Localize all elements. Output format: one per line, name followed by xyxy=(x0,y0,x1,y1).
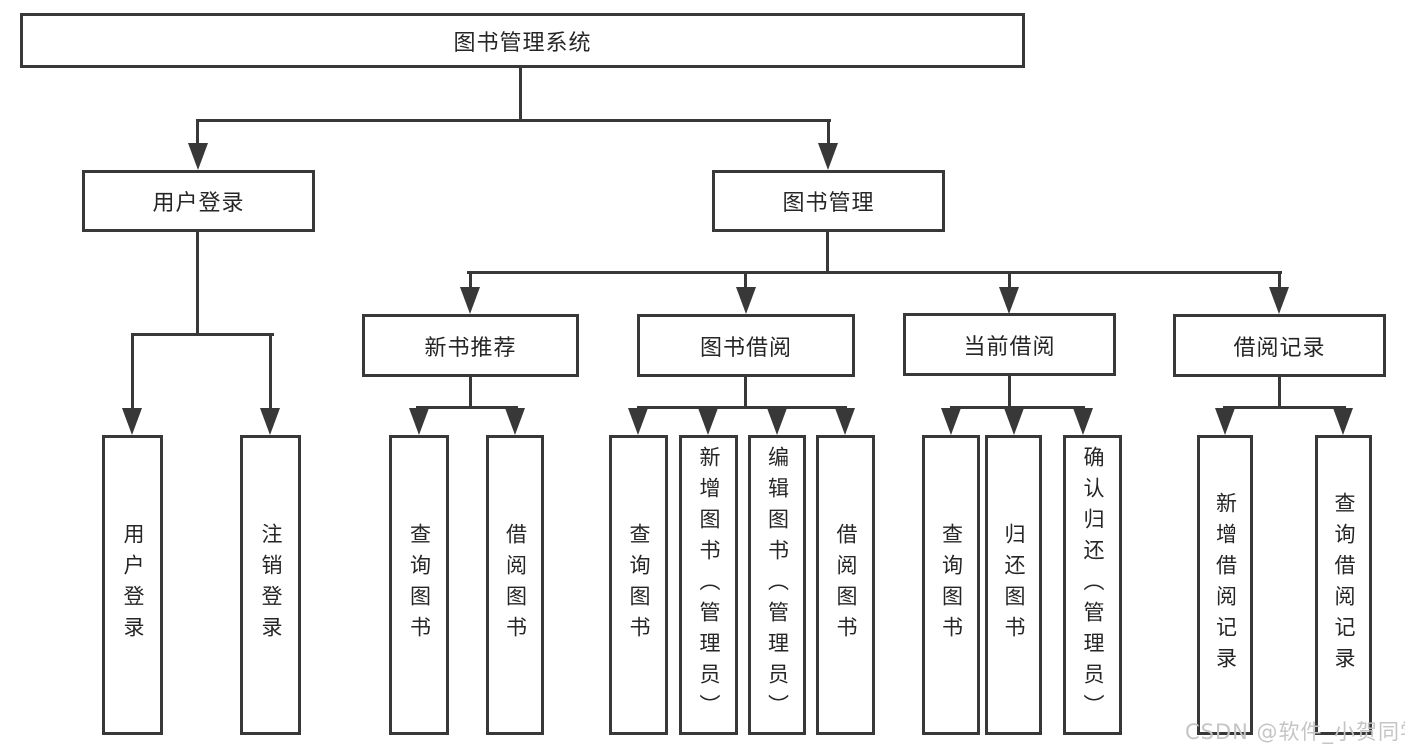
leaf-search-borrow-record: 查询借阅记录 xyxy=(1315,435,1372,735)
leaf-search-books-current: 查询图书 xyxy=(922,435,980,735)
arrowhead-down-icon xyxy=(999,287,1019,314)
node-book-borrowing: 图书借阅 xyxy=(637,314,855,377)
arrowhead-down-icon xyxy=(835,408,855,435)
leaf-user-login: 用户登录 xyxy=(102,435,163,735)
leaf-logout: 注销登录 xyxy=(240,435,301,735)
node-book-management: 图书管理 xyxy=(712,170,945,232)
leaf-search-books-recommend: 查询图书 xyxy=(389,435,449,735)
connector-line xyxy=(131,333,274,336)
arrowhead-down-icon xyxy=(409,408,429,435)
connector-line xyxy=(1278,271,1281,293)
connector-line xyxy=(1278,375,1281,409)
arrowhead-down-icon xyxy=(1269,287,1289,314)
arrowhead-down-icon xyxy=(941,408,961,435)
node-new-book-recommendation: 新书推荐 xyxy=(362,314,579,377)
connector-line xyxy=(196,119,199,149)
leaf-confirm-return-admin: 确认归还（管理员） xyxy=(1063,435,1122,735)
leaf-borrow-books-borrowing: 借阅图书 xyxy=(816,435,875,735)
connector-line xyxy=(744,271,747,293)
leaf-add-borrow-record: 新增借阅记录 xyxy=(1197,435,1253,735)
connector-line xyxy=(1223,406,1346,409)
connector-line xyxy=(1008,271,1011,293)
arrowhead-down-icon xyxy=(1215,408,1235,435)
leaf-add-book-admin: 新增图书（管理员） xyxy=(679,435,738,735)
arrowhead-down-icon xyxy=(1073,408,1093,435)
node-user-login: 用户登录 xyxy=(82,170,315,232)
connector-line xyxy=(197,119,831,122)
arrowhead-down-icon xyxy=(736,287,756,314)
arrowhead-down-icon xyxy=(1004,408,1024,435)
watermark: CSDN @软件_小贺同学 xyxy=(1185,720,1405,744)
connector-line xyxy=(196,230,199,336)
connector-line xyxy=(950,406,1085,409)
connector-line xyxy=(416,406,518,409)
arrowhead-down-icon xyxy=(505,408,525,435)
connector-line xyxy=(269,333,272,413)
connector-line xyxy=(637,406,847,409)
connector-line xyxy=(469,375,472,409)
arrowhead-down-icon xyxy=(260,408,280,435)
arrowhead-down-icon xyxy=(122,408,142,435)
arrowhead-down-icon xyxy=(628,408,648,435)
arrowhead-down-icon xyxy=(818,143,838,170)
arrowhead-down-icon xyxy=(698,408,718,435)
connector-line xyxy=(827,119,830,149)
connector-line xyxy=(1008,375,1011,409)
connector-line xyxy=(519,66,522,122)
arrowhead-down-icon xyxy=(1333,408,1353,435)
arrowhead-down-icon xyxy=(767,408,787,435)
leaf-search-books-borrowing: 查询图书 xyxy=(609,435,668,735)
connector-line xyxy=(826,230,829,274)
node-current-borrowing: 当前借阅 xyxy=(903,313,1116,376)
arrowhead-down-icon xyxy=(188,143,208,170)
node-borrowing-records: 借阅记录 xyxy=(1173,314,1386,377)
leaf-edit-book-admin: 编辑图书（管理员） xyxy=(748,435,806,735)
node-library-management-system: 图书管理系统 xyxy=(20,13,1025,68)
leaf-return-books: 归还图书 xyxy=(985,435,1042,735)
arrowhead-down-icon xyxy=(460,287,480,314)
connector-line xyxy=(467,271,1282,274)
leaf-borrow-books-recommend: 借阅图书 xyxy=(486,435,544,735)
connector-line xyxy=(469,271,472,293)
connector-line xyxy=(131,333,134,413)
connector-line xyxy=(744,375,747,409)
